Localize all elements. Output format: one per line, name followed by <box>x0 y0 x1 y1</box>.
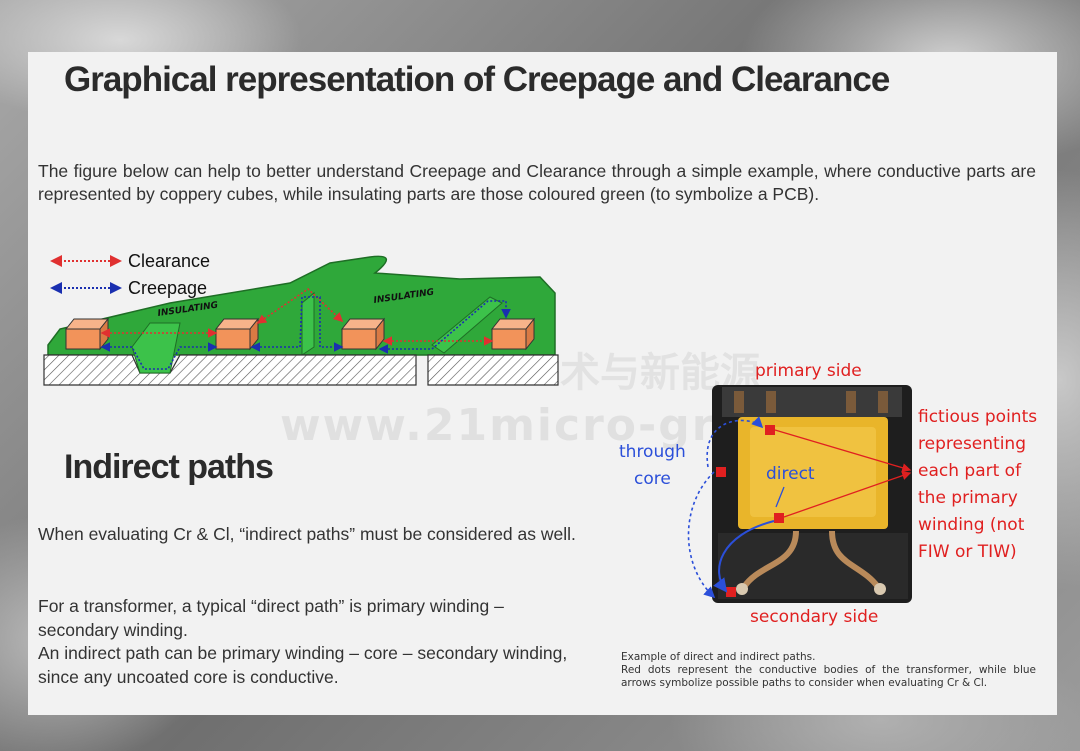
creepage-clearance-diagram: Clearance Creepage INSULATING INSULATING <box>43 251 559 386</box>
intro-paragraph: The figure below can help to better unde… <box>38 161 1036 204</box>
pin-3 <box>846 391 856 413</box>
fictious-line-4: the primary <box>918 488 1018 508</box>
solder-joint-left <box>736 583 748 595</box>
core-loop-arrow <box>706 416 764 468</box>
secondary-wire-right <box>829 530 881 589</box>
caption-line-2: Red dots represent the conductive bodies… <box>621 664 1036 689</box>
pin-4 <box>878 391 888 413</box>
creepage-path-1 <box>100 342 218 370</box>
creepage-path-2 <box>250 296 344 352</box>
substrate-right <box>427 354 559 386</box>
substrate-left <box>43 354 417 386</box>
fictious-line-1: fictious points <box>918 407 1037 427</box>
red-dot-bottom <box>726 587 736 597</box>
fict-line-2 <box>783 471 912 518</box>
red-dot-center <box>774 513 784 523</box>
figure-caption: Example of direct and indirect paths. Re… <box>621 651 1036 690</box>
primary-side-label: primary side <box>755 361 862 381</box>
copper-cube-1 <box>64 317 110 351</box>
insulating-wall <box>301 291 315 356</box>
legend-creepage-label: Creepage <box>128 278 207 298</box>
secondary-side-label: secondary side <box>750 607 878 627</box>
page-title: Graphical representation of Creepage and… <box>64 60 890 99</box>
fictious-line-2: representing <box>918 434 1026 454</box>
red-dot-core <box>716 467 726 477</box>
through-label: through <box>619 442 686 462</box>
section-paragraph-2: For a transformer, a typical “direct pat… <box>38 596 504 640</box>
pin-2 <box>766 391 776 413</box>
solder-joint-right <box>874 583 886 595</box>
copper-cube-2 <box>214 317 260 351</box>
fictious-line-3: each part of <box>918 461 1022 481</box>
direct-path-arrow <box>713 520 775 593</box>
section-heading: Indirect paths <box>64 448 274 486</box>
clearance-path-2 <box>256 287 344 324</box>
transformer-photo: primary side secondary side through core… <box>619 361 1037 627</box>
pin-1 <box>734 391 744 413</box>
red-dot-top <box>765 425 775 435</box>
creepage-path-3 <box>378 300 511 354</box>
secondary-wire-left <box>741 530 799 589</box>
fictious-line-5: winding (not <box>918 515 1025 535</box>
direct-label-pointer <box>775 486 785 508</box>
section-paragraph-1: When evaluating Cr & Cl, “indirect paths… <box>38 524 576 544</box>
core-label: core <box>634 469 671 489</box>
copper-cube-3 <box>340 317 386 351</box>
indirect-path-arrow <box>687 471 716 599</box>
copper-cube-4 <box>490 317 536 351</box>
legend-clearance-label: Clearance <box>128 251 210 271</box>
direct-label: direct <box>766 464 815 484</box>
fictious-line-6: FIW or TIW) <box>918 542 1017 562</box>
watermark-url: www.21micro-grid <box>280 400 767 451</box>
section-paragraph-3: An indirect path can be primary winding … <box>38 643 568 687</box>
fict-line-1 <box>774 429 912 473</box>
caption-line-1: Example of direct and indirect paths. <box>621 651 816 663</box>
transformer-top-pins <box>722 387 902 417</box>
